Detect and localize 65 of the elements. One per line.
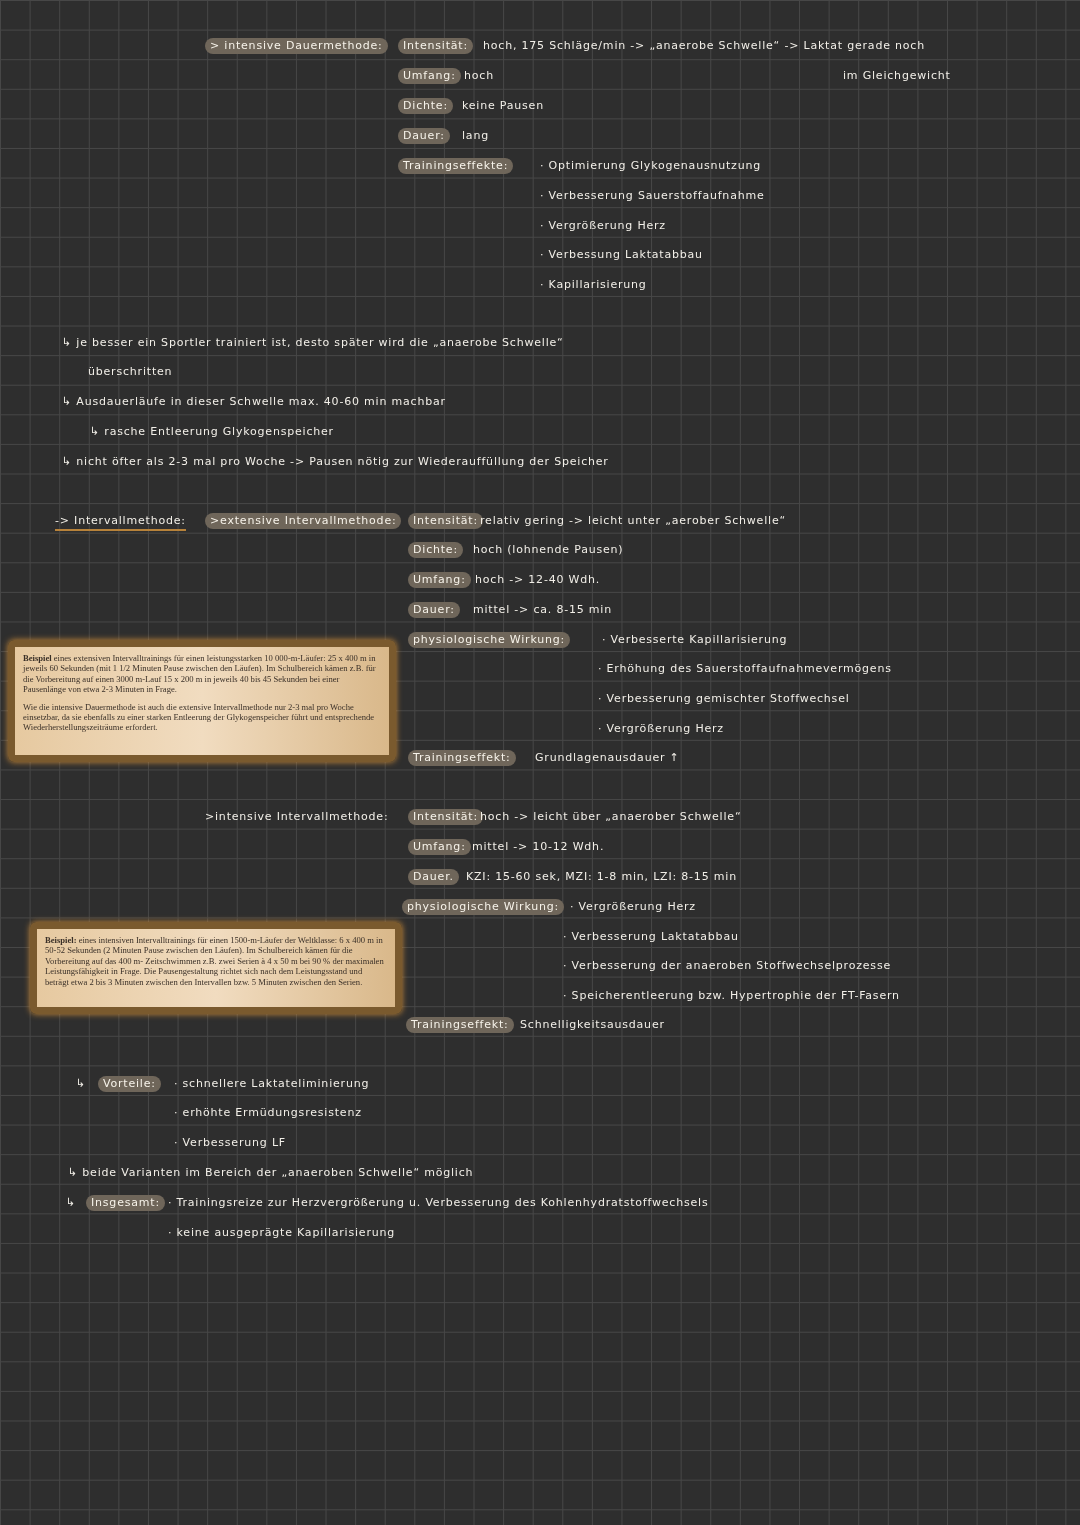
note-text: relativ gering -> leicht unter „aerober Schwelle“: [480, 513, 786, 529]
note-text: · Verbessung Laktatabbau: [540, 247, 703, 263]
note-text: keine Pausen: [462, 98, 544, 114]
note-text: ↳ beide Varianten im Bereich der „anaeroben Schwelle“ möglich: [68, 1165, 474, 1181]
highlighted-term: Dauer:: [398, 128, 450, 144]
highlighted-term: >extensive Intervallmethode:: [205, 513, 402, 529]
highlighted-term: Trainingseffekte:: [398, 158, 514, 174]
note-text: mittel -> 10-12 Wdh.: [472, 839, 605, 855]
note-text: ↳ rasche Entleerung Glykogenspeicher: [90, 424, 334, 440]
note-text: Schnelligkeitsausdauer: [520, 1017, 665, 1033]
highlighted-term: Umfang:: [408, 572, 471, 588]
note-text: im Gleichgewicht: [843, 68, 951, 84]
example-text: Beispiel: eines intensiven Intervalltrainings für einen 1500-m-Läufer der Weltklasse: 6 x 400 m in 50-52 Sekunden (2 Minuten Pause zwischen den Läufen). Im Schulbereich kämen für die Vorbereitung auf das 400 m- Zeitschwimmen z.B. zwei Serien à 4 x 50 m bei 90 % der maximalen Leistungsfähigkeit in Frage. Die Pausengestaltung richtet sich nach dem Leistungsstand und beträgt etwa 2 bis 3 Minuten zwischen den Intervallen bzw. 5 Minuten zwischen den Serien.: [45, 935, 385, 988]
highlighted-term: Dauer.: [408, 869, 459, 885]
example-text: Beispiel eines extensiven Intervalltrainings für einen leistungsstarken 10 000-m-Läufer: 25 x 400 m in jeweils 60 Sekunden (mit 1 1/2 Minuten Pause zwischen den Läufen). Im Schulbereich kämen z.B. für die Vorbereitung auf einen 3000 m-Lauf 15 x 200 m in jeweils 40 bis 45 Sekunden bei einer Pausenlänge von etwa 2-3 Minuten in Frage.: [23, 653, 377, 695]
note-text: hoch (lohnende Pausen): [473, 542, 624, 558]
highlighted-term: Intensität:: [398, 38, 473, 54]
highlighted-term: Insgesamt:: [86, 1195, 165, 1211]
note-text: hoch, 175 Schläge/min -> „anaerobe Schwelle“ -> Laktat gerade noch: [483, 38, 925, 54]
note-text: hoch -> 12-40 Wdh.: [475, 572, 601, 588]
highlighted-term: physiologische Wirkung:: [402, 899, 565, 915]
note-text: hoch -> leicht über „anaerober Schwelle“: [480, 809, 742, 825]
highlighted-term: > intensive Dauermethode:: [205, 38, 388, 54]
note-text: überschritten: [88, 364, 173, 380]
note-text: · Verbesserung Sauerstoffaufnahme: [540, 188, 765, 204]
highlighted-term: Dauer:: [408, 602, 460, 618]
note-text: ↳ je besser ein Sportler trainiert ist, desto später wird die „anaerobe Schwelle“: [62, 335, 564, 351]
note-text: hoch: [464, 68, 494, 84]
note-text: lang: [462, 128, 489, 144]
note-text: · Vergrößerung Herz: [598, 721, 724, 737]
note-text: · Vergrößerung Herz: [570, 899, 696, 915]
highlighted-term: Trainingseffekt:: [408, 750, 516, 766]
note-text: · Verbesserte Kapillarisierung: [602, 632, 788, 648]
example-card: [8, 640, 396, 762]
highlighted-term: Vorteile:: [98, 1076, 161, 1092]
note-text: · Verbesserung Laktatabbau: [563, 929, 739, 945]
highlighted-term: Umfang:: [408, 839, 471, 855]
highlighted-term: physiologische Wirkung:: [408, 632, 571, 648]
note-text: Grundlagenausdauer ↑: [535, 750, 680, 766]
example-card: [30, 922, 402, 1014]
note-text: · Verbesserung LF: [174, 1135, 286, 1151]
note-text: · Speicherentleerung bzw. Hypertrophie der FT-Fasern: [563, 988, 900, 1004]
note-text: ↳ nicht öfter als 2-3 mal pro Woche -> Pausen nötig zur Wiederauffüllung der Speicher: [62, 454, 609, 470]
note-text: · erhöhte Ermüdungsresistenz: [174, 1105, 362, 1121]
note-text: ↳: [66, 1195, 77, 1211]
highlighted-term: Dichte:: [408, 542, 463, 558]
note-text: >intensive Intervallmethode:: [205, 809, 389, 825]
note-text: · Kapillarisierung: [540, 277, 647, 293]
note-text: -> Intervallmethode:: [55, 513, 186, 531]
highlighted-term: Dichte:: [398, 98, 453, 114]
highlighted-term: Trainingseffekt:: [406, 1017, 514, 1033]
highlighted-term: Umfang:: [398, 68, 461, 84]
note-text: ↳: [76, 1076, 87, 1092]
note-text: KZI: 15-60 sek, MZI: 1-8 min, LZI: 8-15 min: [466, 869, 737, 885]
note-text: mittel -> ca. 8-15 min: [473, 602, 612, 618]
note-text: · Optimierung Glykogenausnutzung: [540, 158, 761, 174]
note-text: · Erhöhung des Sauerstoffaufnahmevermögens: [598, 661, 892, 677]
note-text: · schnellere Laktateliminierung: [174, 1076, 370, 1092]
note-text: · Vergrößerung Herz: [540, 218, 666, 234]
note-text: · Trainingsreize zur Herzvergrößerung u. Verbesserung des Kohlenhydratstoffwechsels: [168, 1195, 709, 1211]
note-text: · keine ausgeprägte Kapillarisierung: [168, 1225, 396, 1241]
note-text: ↳ Ausdauerläufe in dieser Schwelle max. 40-60 min machbar: [62, 394, 446, 410]
note-text: · Verbesserung der anaeroben Stoffwechselprozesse: [563, 958, 891, 974]
note-text: · Verbesserung gemischter Stoffwechsel: [598, 691, 850, 707]
example-text: Wie die intensive Dauermethode ist auch die extensive Intervallmethode nur 2-3 mal pro Woche einsetzbar, da sie ebenfalls zu einer starken Entleerung der Glykogenspeicher führt und entsprechende Wiederherstellungszeiträume erfordert.: [23, 701, 376, 733]
